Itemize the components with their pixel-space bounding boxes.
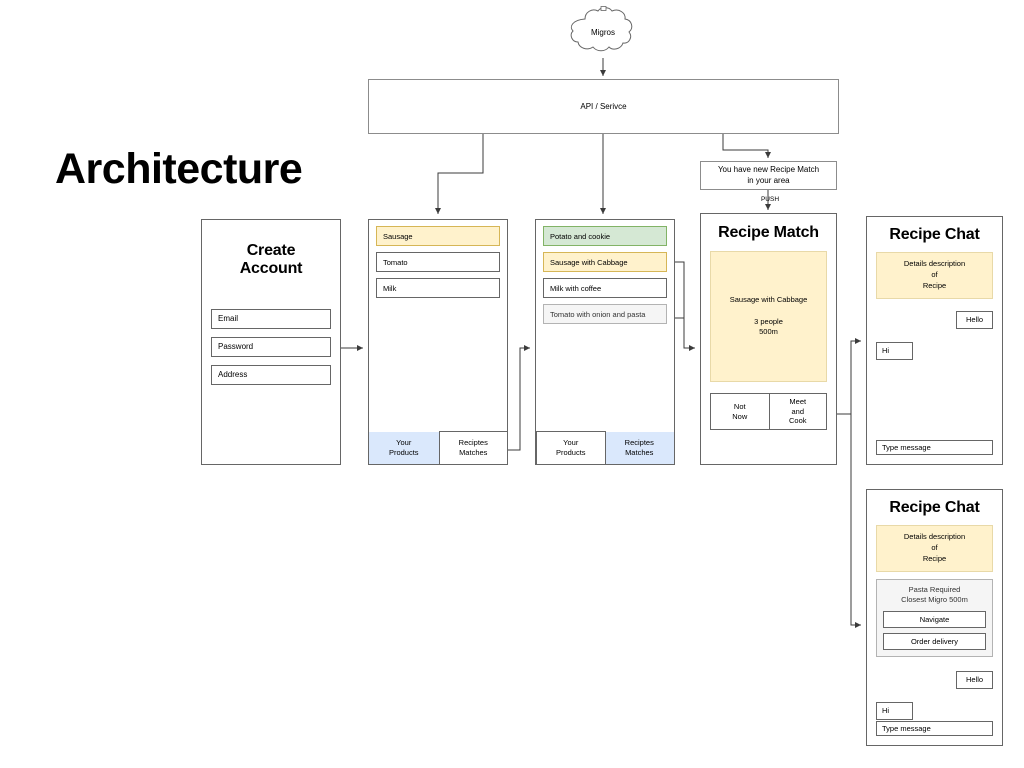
ingredient-required-line-1: Pasta Required (908, 584, 961, 594)
tab-reciptes-matches[interactable]: Reciptes Matches (438, 431, 508, 465)
recipe-description-panel: Details description of Recipe (876, 525, 993, 572)
screen-reciptes-matches: Potato and cookie Sausage with Cabbage M… (535, 219, 675, 465)
chat-bubble-outgoing: Hello (956, 670, 993, 689)
recipe-description-panel: Details description of Recipe (876, 252, 993, 299)
navigate-button[interactable]: Navigate (883, 610, 986, 628)
push-message-line-2: in your area (747, 175, 790, 185)
push-arrow-label: PUSH (760, 196, 780, 203)
recipe-description-line-3: Recipe (922, 280, 947, 290)
recipe-match-card-name: Sausage with Cabbage (729, 295, 808, 305)
tab-label-line-2: Matches (459, 448, 488, 457)
spacer (867, 689, 1002, 702)
push-notification-box: You have new Recipe Match in your area (700, 161, 837, 190)
recipe-match-card-people: 3 people (754, 316, 783, 326)
password-field[interactable]: Password (211, 336, 331, 357)
recipe-match-card-distance: 500m (759, 327, 778, 337)
recipe-chat-title: Recipe Chat (889, 226, 980, 243)
recipes-list: Potato and cookie Sausage with Cabbage M… (536, 220, 674, 324)
chat-bubble-incoming: Hi (876, 701, 913, 720)
recipe-description-line-1: Details description (903, 259, 966, 268)
spacer (867, 329, 1002, 342)
spacer (867, 657, 1002, 671)
tab-label-line-1: Reciptes (624, 438, 654, 448)
page-title: Architecture (55, 145, 303, 193)
list-item[interactable]: Sausage (376, 226, 500, 246)
recipe-description-line-2: of (931, 269, 938, 279)
screen-your-products: Sausage Tomato Milk Your Products Recipt… (368, 219, 508, 465)
tab-label-line-2: Matches (625, 448, 654, 457)
recipe-description-line-3: Recipe (922, 553, 947, 563)
tab-reciptes-matches[interactable]: Reciptes Matches (604, 432, 674, 464)
list-item[interactable]: Tomato (376, 252, 500, 272)
create-account-title-line-2: Account (239, 260, 303, 278)
chat-message-input[interactable]: Type message (876, 440, 993, 455)
cloud-label: Migros (590, 27, 615, 37)
order-delivery-button[interactable]: Order delivery (883, 632, 986, 650)
push-message-line-1: You have new Recipe Match (717, 164, 820, 174)
recipes-tabbar: Your Products Reciptes Matches (536, 431, 674, 465)
meet-and-cook-label-line-2: and (791, 406, 804, 416)
not-now-label-line-2: Now (732, 411, 748, 421)
ingredient-required-line-2: Closest Migro 500m (901, 595, 968, 605)
screen-recipe-chat-basic: Recipe Chat Details description of Recip… (866, 216, 1003, 465)
email-field[interactable]: Email (211, 308, 331, 329)
recipe-match-card: Sausage with Cabbage 3 people 500m (710, 251, 827, 382)
api-service-box: API / Serivce (368, 79, 839, 134)
tab-label-line-1: Reciptes (458, 438, 488, 448)
tab-your-products[interactable]: Your Products (369, 432, 439, 464)
chat-bubble-outgoing: Hello (956, 310, 993, 329)
tab-your-products[interactable]: Your Products (536, 431, 606, 465)
list-item[interactable]: Milk with coffee (543, 278, 667, 298)
screen-recipe-match: Recipe Match Sausage with Cabbage 3 peop… (700, 213, 837, 465)
tab-label-line-1: Your (396, 438, 412, 448)
recipe-match-title: Recipe Match (718, 224, 819, 241)
meet-and-cook-label-line-3: Cook (788, 416, 807, 426)
recipe-description-line-1: Details description (903, 532, 966, 541)
list-item[interactable]: Tomato with onion and pasta (543, 304, 667, 324)
products-list: Sausage Tomato Milk (369, 220, 507, 298)
not-now-label-line-1: Not (733, 401, 746, 411)
create-account-fields: Email Password Address (202, 308, 340, 385)
meet-and-cook-label-line-1: Meet (789, 396, 807, 406)
ingredient-required-heading: Pasta Required Closest Migro 500m (883, 585, 986, 606)
tab-label-line-2: Products (388, 448, 419, 457)
meet-and-cook-button[interactable]: Meet and Cook (768, 394, 826, 429)
cloud-icon (570, 6, 633, 52)
tab-label-line-1: Your (563, 438, 579, 448)
chat-message-input[interactable]: Type message (876, 721, 993, 736)
list-item[interactable]: Milk (376, 278, 500, 298)
chat-bubble-incoming: Hi (876, 341, 913, 360)
recipe-chat-title: Recipe Chat (889, 499, 980, 516)
spacer (867, 299, 1002, 311)
screen-create-account: Create Account Email Password Address (201, 219, 341, 465)
create-account-title-line-1: Create (246, 242, 296, 259)
list-item[interactable]: Potato and cookie (543, 226, 667, 246)
ingredient-required-panel: Pasta Required Closest Migro 500m Naviga… (876, 578, 993, 657)
recipe-match-actions: Not Now Meet and Cook (710, 393, 827, 430)
products-tabbar: Your Products Reciptes Matches (369, 431, 508, 465)
screen-recipe-chat-with-ingredients: Recipe Chat Details description of Recip… (866, 489, 1003, 746)
tab-label-line-2: Products (555, 448, 586, 457)
address-field[interactable]: Address (211, 364, 331, 385)
api-service-label: API / Serivce (580, 102, 627, 111)
create-account-title: Create Account (202, 242, 340, 279)
migros-cloud: Migros (563, 6, 643, 58)
not-now-button[interactable]: Not Now (711, 394, 769, 429)
list-item[interactable]: Sausage with Cabbage (543, 252, 667, 272)
recipe-description-line-2: of (931, 542, 938, 552)
